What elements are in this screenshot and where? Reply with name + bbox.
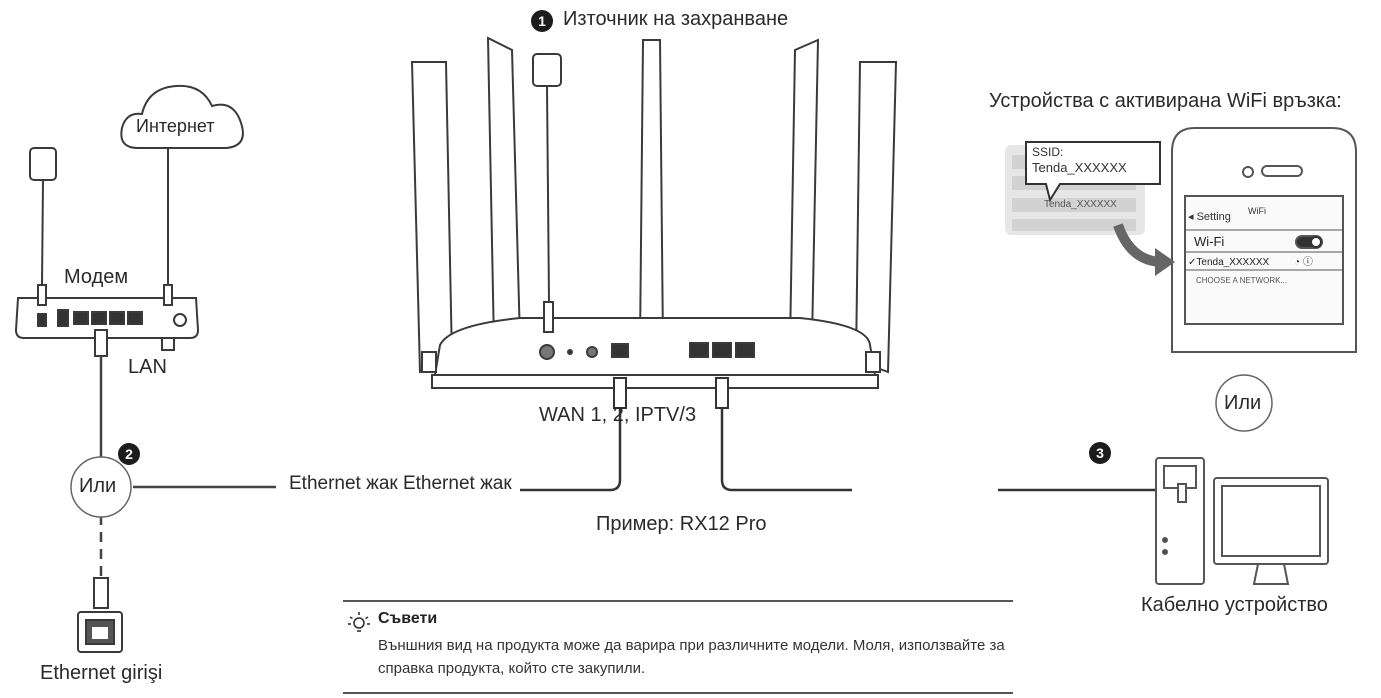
phone-wifi-label: Wi-Fi <box>1194 234 1225 249</box>
wired-device-label: Кабелно устройство <box>1141 594 1328 616</box>
lightbulb-icon <box>348 612 370 632</box>
wan-label: WAN 1, 2, IPTV/3 <box>539 404 697 426</box>
modem-cables <box>99 356 276 580</box>
phone-header-title: WiFi <box>1248 206 1266 216</box>
connect-arrowhead <box>1155 248 1175 276</box>
or-label-left: Или <box>79 475 117 497</box>
wifi-devices-label: Устройства с активирана WiFi връзка: <box>989 90 1342 112</box>
ethernet-wall-port <box>77 577 123 653</box>
router-power-adapter <box>532 53 562 333</box>
ssid-line-1: SSID: <box>1032 145 1064 159</box>
step-1-marker: 1 <box>531 10 553 32</box>
lan-label: LAN <box>128 356 167 378</box>
phone-setting-back: ◂ Setting <box>1188 211 1231 223</box>
tips-box: Съвети Външния вид на продукта може да в… <box>343 600 1013 694</box>
ethernet-port-label: Ethernet girişi <box>40 662 163 684</box>
phone-network: ✓Tenda_XXXXXX ◔ ⓘ <box>1188 257 1313 268</box>
wifi-signal-icon: ◔ ⓘ <box>1294 257 1313 268</box>
step-2-marker: 2 <box>118 443 140 465</box>
ssid-bubble-text: SSID: Tenda_XXXXXX <box>1032 145 1127 175</box>
ethernet-jack-label: Ethernet жак Ethernet жак <box>289 473 512 494</box>
label-card-ssid: Tenda_XXXXXX <box>1044 199 1117 210</box>
or-circle-right <box>1215 374 1273 432</box>
internet-cloud <box>120 84 244 285</box>
phone-setting-label: Setting <box>1196 211 1231 223</box>
power-source-label: Източник на захранване <box>563 8 789 30</box>
phone <box>1171 127 1357 353</box>
or-label-right: Или <box>1224 392 1262 414</box>
example-label: Пример: RX12 Pro <box>596 513 767 535</box>
phone-network-name: Tenda_XXXXXX <box>1196 257 1270 268</box>
wired-device <box>998 457 1329 585</box>
modem <box>14 147 200 357</box>
phone-choose-network: CHOOSE A NETWORK... <box>1196 276 1288 285</box>
or-circle-left <box>70 456 132 518</box>
router <box>410 36 898 389</box>
ssid-bubble <box>1025 141 1161 203</box>
internet-label: Интернет <box>136 116 215 136</box>
ssid-line-2: Tenda_XXXXXX <box>1032 160 1127 175</box>
modem-label: Модем <box>64 266 129 288</box>
step-3-marker: 3 <box>1089 442 1111 464</box>
tips-title: Съвети <box>378 610 438 627</box>
tips-text: Външния вид на продукта може да варира п… <box>378 637 1005 677</box>
router-cables <box>520 377 852 492</box>
